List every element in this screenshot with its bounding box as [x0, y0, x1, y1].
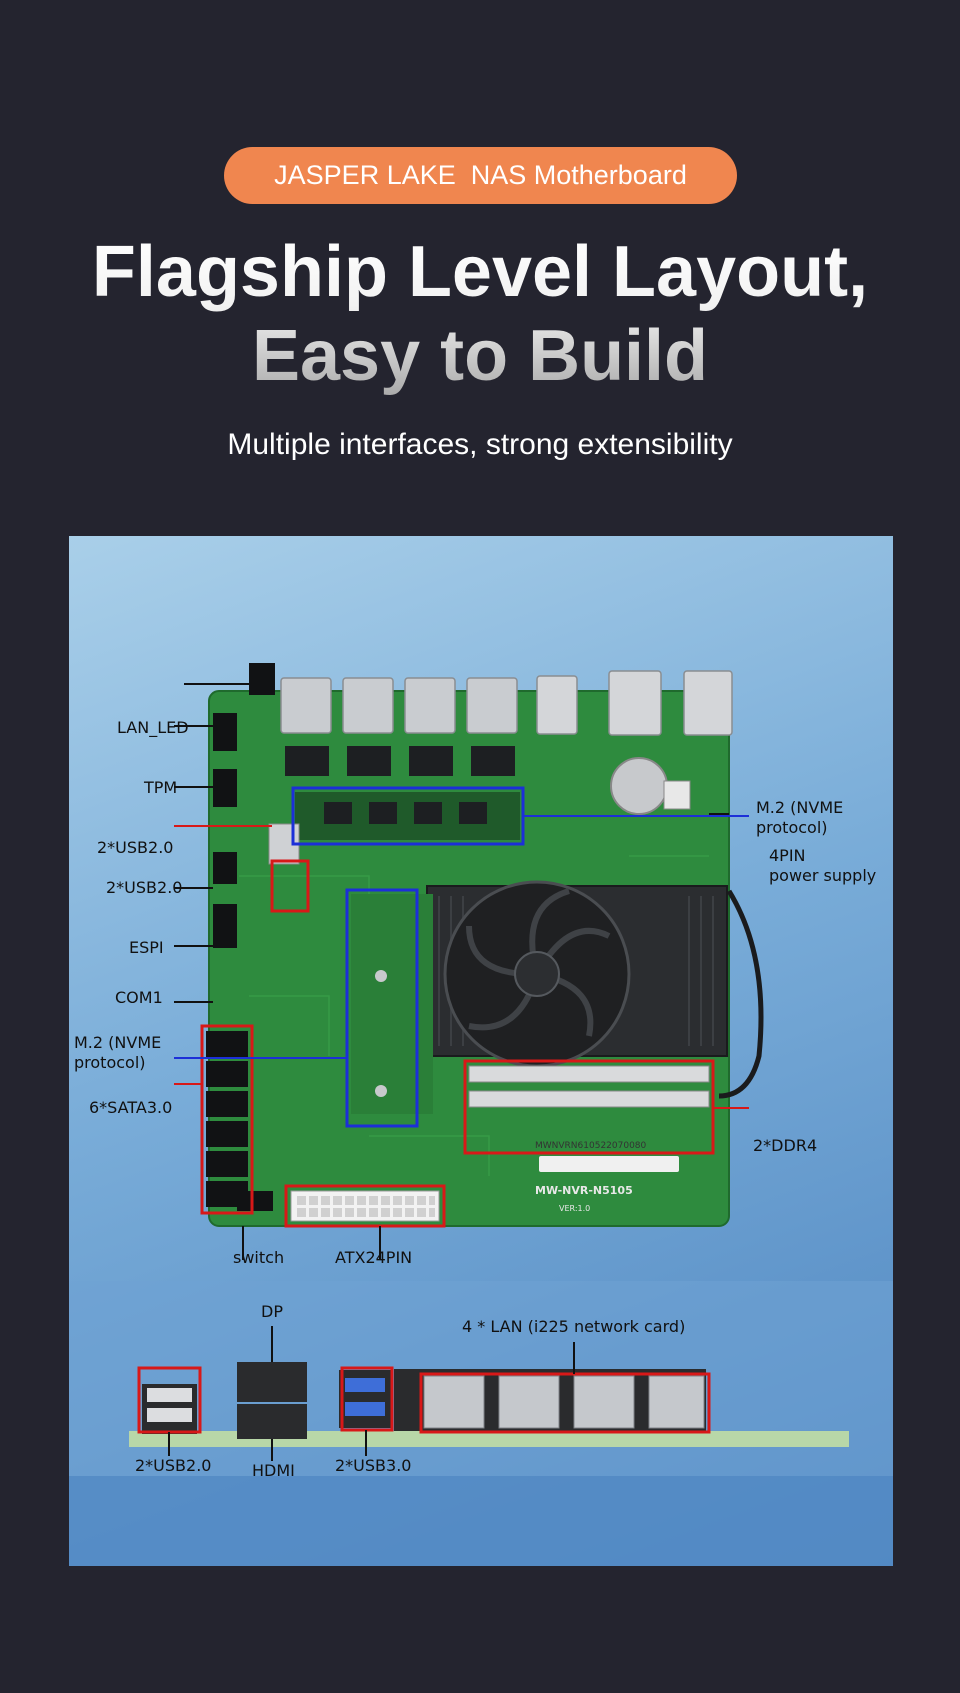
- label-4pin-power: 4PIN power supply: [769, 846, 876, 886]
- headline: Flagship Level Layout, Easy to Build: [0, 230, 960, 398]
- product-badge: JASPER LAKE NAS Motherboard: [224, 147, 737, 204]
- label-4pin-power-line1: 4PIN: [769, 846, 806, 865]
- headline-line-2: Easy to Build: [251, 316, 709, 396]
- label-dp: DP: [261, 1302, 283, 1321]
- label-usb20-header-2: 2*USB2.0: [106, 878, 183, 897]
- sata-highlight: [200, 1024, 254, 1215]
- label-m2-right-line1: M.2 (NVME: [756, 798, 844, 817]
- label-m2-left-line1: M.2 (NVME: [74, 1033, 162, 1052]
- label-switch: switch: [233, 1248, 285, 1267]
- label-m2-left-line2: protocol): [74, 1053, 146, 1072]
- label-io-usb20: 2*USB2.0: [135, 1456, 212, 1475]
- io-lan-highlight: [419, 1372, 711, 1434]
- m2-left-highlight: [345, 888, 419, 1128]
- label-lan-led: LAN_LED: [117, 718, 189, 737]
- board-serial: MWNVRN610522070080: [535, 1141, 647, 1151]
- board-model: MW-NVR-N5105: [535, 1184, 633, 1197]
- label-4-lan: 4 * LAN (i225 network card): [462, 1317, 686, 1336]
- label-m2-right-line2: protocol): [756, 818, 828, 837]
- motherboard-illustration: [69, 663, 893, 1566]
- label-m2-left: M.2 (NVME protocol): [74, 1033, 161, 1073]
- label-atx24pin: ATX24PIN: [335, 1248, 413, 1267]
- io-pcb-strip: [129, 1431, 849, 1447]
- subtitle: Multiple interfaces, strong extensibilit…: [227, 428, 733, 461]
- label-com1: COM1: [115, 988, 163, 1007]
- label-ddr4: 2*DDR4: [753, 1136, 818, 1155]
- motherboard-photo-panel: LAN_LED TPM 2*USB2.0 2*USB2.0 ESPI COM1 …: [69, 536, 893, 1566]
- label-tpm: TPM: [144, 778, 178, 797]
- board-version: VER:1.0: [559, 1204, 591, 1213]
- atx24-highlight: [284, 1184, 446, 1228]
- label-espi: ESPI: [129, 938, 164, 957]
- headline-line-1: Flagship Level Layout,: [91, 232, 869, 312]
- label-4pin-power-line2: power supply: [769, 866, 877, 885]
- label-io-usb30: 2*USB3.0: [335, 1456, 412, 1475]
- label-hdmi: HDMI: [252, 1461, 295, 1480]
- top-lan-ports: [280, 677, 518, 734]
- label-usb20-header-1: 2*USB2.0: [97, 838, 174, 857]
- usb20-header-highlight: [270, 859, 310, 913]
- label-sata: 6*SATA3.0: [89, 1098, 173, 1117]
- label-m2-right: M.2 (NVME protocol): [756, 798, 843, 838]
